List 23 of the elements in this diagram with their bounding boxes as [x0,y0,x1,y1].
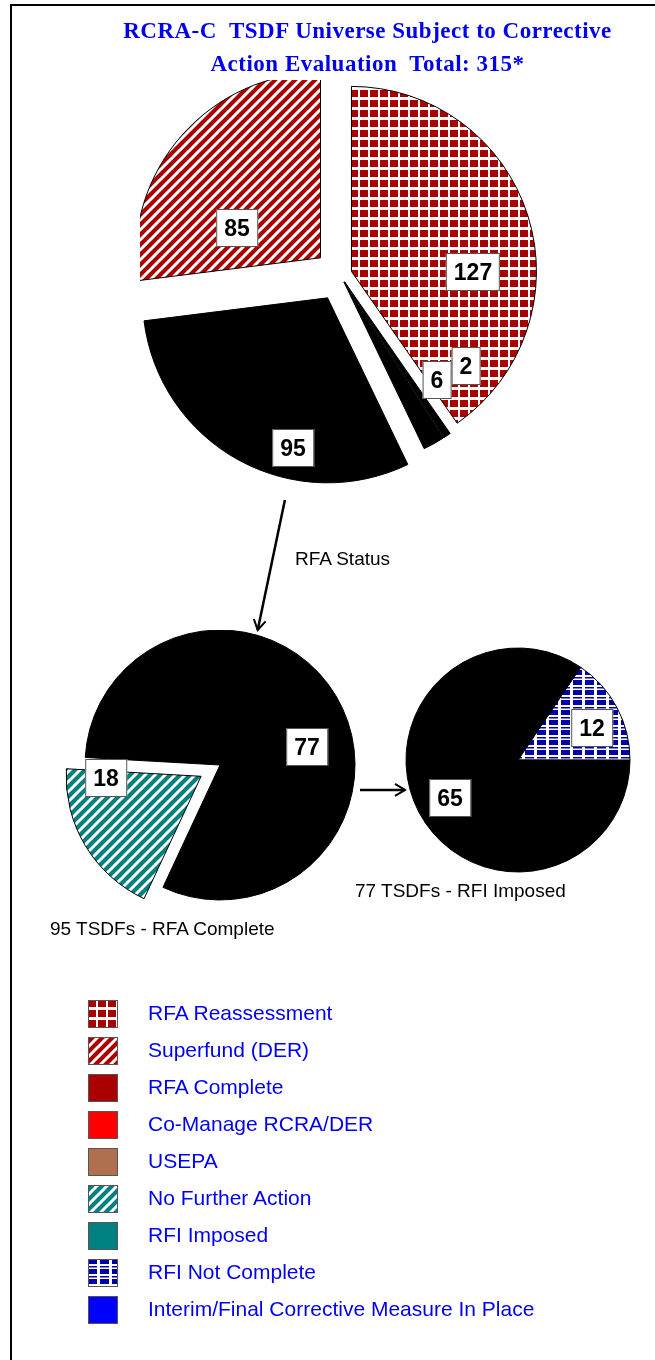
value-label: 77 [286,728,328,766]
legend-label: Interim/Final Corrective Measure In Place [148,1297,535,1321]
arrow [252,499,287,631]
chart-caption: 95 TSDFs - RFA Complete [50,918,275,940]
value-label: 85 [216,209,258,247]
chart-caption: 77 TSDFs - RFI Imposed [355,880,566,902]
legend-label: RFA Reassessment [148,1001,333,1025]
legend-label: RFA Complete [148,1075,284,1099]
legend-label: Superfund (DER) [148,1038,310,1062]
value-label: 95 [272,429,314,467]
value-label: 2 [451,347,481,385]
value-label: 127 [445,253,501,291]
legend-label: USEPA [148,1149,218,1173]
value-label: 6 [422,361,452,399]
arrow [360,782,406,797]
value-label: 12 [571,709,613,747]
legend-label: No Further Action [148,1186,312,1210]
legend-label: Co-Manage RCRA/DER [148,1112,374,1136]
value-label: 18 [85,759,127,797]
value-label: 65 [429,779,471,817]
legend-label: RFI Imposed [148,1223,269,1247]
chart-title: RCRA-C TSDF Universe Subject to Corrective Action Evaluation Total: 315* [122,17,613,78]
legend-label: RFI Not Complete [148,1260,317,1284]
